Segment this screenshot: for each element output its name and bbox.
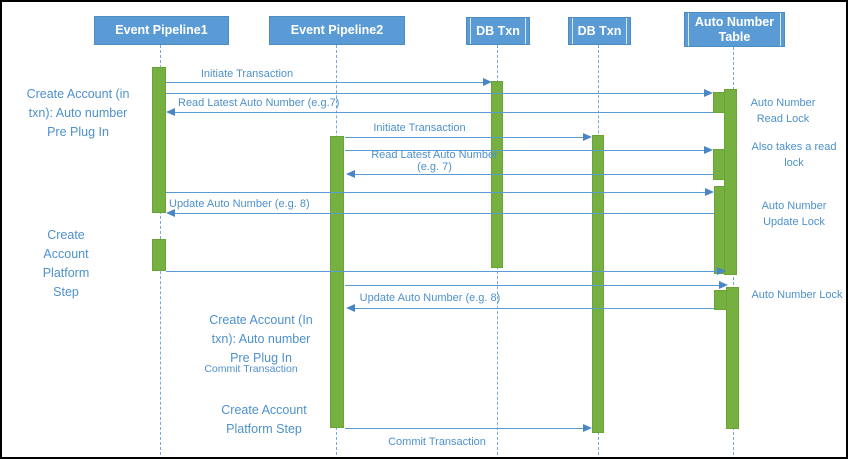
activation-ant-lock-ext	[714, 290, 727, 310]
arrowhead-left-icon	[166, 209, 175, 217]
message-line-0	[166, 82, 485, 83]
message-line-6	[166, 192, 707, 193]
message-line-5	[353, 174, 713, 175]
note-ep1-platform: Create Account Platform Step	[42, 228, 90, 299]
message-label-0: Initiate Transaction	[200, 68, 294, 80]
arrowhead-right-icon	[717, 267, 726, 275]
note-auto-number-lock: Auto Number Lock	[751, 289, 843, 301]
arrowhead-right-icon	[705, 188, 714, 196]
activation-ant-lower	[726, 287, 739, 429]
note-auto-number-update-lock: Auto Number Update Lock	[761, 200, 827, 228]
message-line-9	[345, 285, 721, 286]
arrowhead-right-icon	[704, 146, 713, 154]
note-ep1-plugin: Create Account (in txn): Auto number Pre…	[26, 87, 130, 139]
arrowhead-right-icon	[483, 78, 492, 86]
arrowhead-right-icon	[719, 281, 728, 289]
message-line-7	[173, 213, 714, 214]
arrowhead-right-icon	[583, 133, 592, 141]
arrowhead-left-icon	[346, 304, 355, 312]
actor-db-txn-1: DB Txn	[466, 17, 530, 45]
message-label-7: Update Auto Number (e.g. 8)	[169, 198, 310, 210]
message-label-5: Read Latest Auto Number (e.g. 7)	[371, 149, 498, 173]
message-label-10: Update Auto Number (e.g. 8)	[359, 292, 501, 304]
note-auto-number-read-lock: Auto Number Read Lock	[750, 97, 816, 125]
message-label-11: Commit Transaction	[388, 436, 486, 448]
activation-ep1-platform	[152, 239, 166, 271]
activation-db-txn-2	[592, 135, 604, 433]
arrowhead-right-icon	[704, 89, 713, 97]
message-label-2: Read Latest Auto Number (e.g.7)	[178, 97, 340, 109]
arrowhead-left-icon	[346, 170, 355, 178]
note-ep2-platform: Create Account Platform Step	[221, 403, 307, 436]
note-commit-transaction-1: Commit Transaction	[204, 363, 298, 375]
message-line-2	[173, 112, 713, 113]
arrowhead-right-icon	[583, 424, 592, 432]
message-line-10	[353, 308, 714, 309]
message-line-4	[345, 150, 706, 151]
activation-ant-read-lock-1	[713, 92, 725, 113]
actor-event-pipeline-2: Event Pipeline2	[269, 16, 405, 45]
activation-ant-update-lock	[714, 186, 725, 274]
activation-ep2	[330, 136, 344, 428]
message-line-3	[345, 137, 585, 138]
activation-ant-upper	[724, 89, 737, 275]
activation-ep1-plugin	[152, 67, 166, 213]
note-ep2-plugin: Create Account (In txn): Auto number Pre…	[209, 313, 313, 365]
message-line-1	[166, 93, 706, 94]
activation-ant-read-lock-2	[713, 149, 725, 180]
actor-auto-number-table: Auto Number Table	[684, 12, 785, 47]
message-label-3: Initiate Transaction	[373, 122, 466, 134]
message-line-11	[345, 428, 585, 429]
actor-event-pipeline-1: Event Pipeline1	[94, 16, 229, 45]
message-line-8	[166, 271, 719, 272]
note-also-takes-read-lock: Also takes a read lock	[751, 141, 837, 169]
actor-db-txn-2: DB Txn	[568, 17, 631, 45]
arrowhead-left-icon	[166, 108, 175, 116]
